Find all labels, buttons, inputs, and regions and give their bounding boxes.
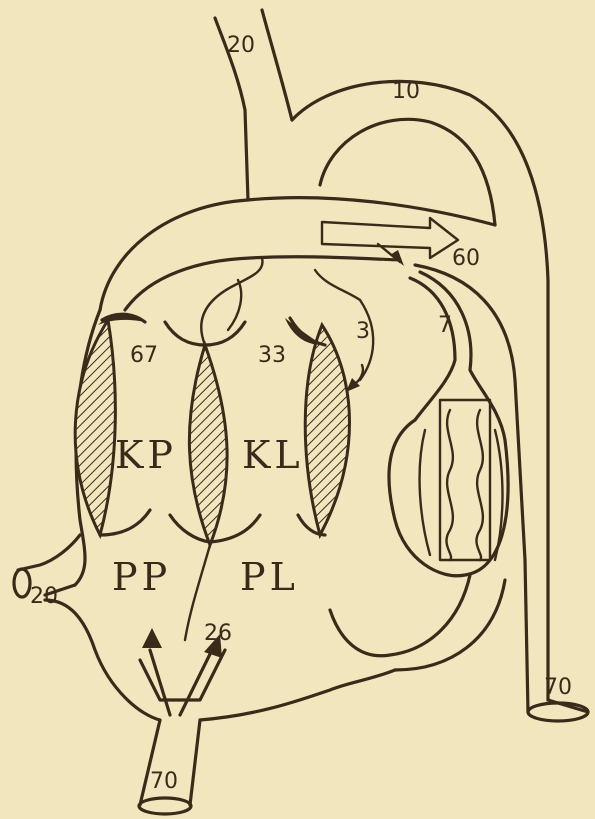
label-kl: KL: [242, 433, 304, 477]
label-pp: PP: [112, 555, 171, 599]
right-wall: [75, 320, 115, 535]
label-aortic-arch: 10: [392, 79, 420, 104]
label-left-vein: 20: [30, 584, 58, 609]
label-ivc-bottom: 70: [150, 769, 178, 794]
label-small-3: 3: [356, 319, 370, 344]
left-wall: [305, 325, 349, 535]
label-ductus: 60: [452, 246, 480, 271]
label-pct-mid: 33: [258, 343, 286, 368]
label-kp: KP: [115, 433, 177, 477]
label-pl: PL: [240, 555, 299, 599]
inferior-vena-cava: [139, 720, 200, 814]
interventricular-septum: [189, 345, 227, 545]
label-ivc-26: 26: [204, 621, 232, 646]
label-aorta-bottom: 70: [544, 675, 572, 700]
label-small-7: 7: [438, 313, 452, 338]
label-svc-top: 20: [227, 33, 255, 58]
label-pct-left: 67: [130, 343, 158, 368]
